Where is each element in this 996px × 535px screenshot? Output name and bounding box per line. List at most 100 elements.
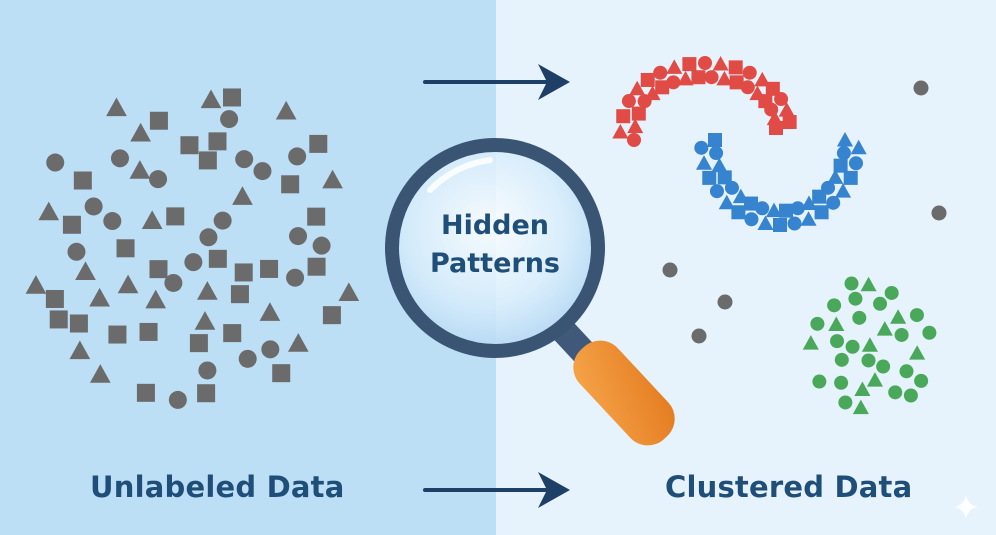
red-cluster-point	[704, 70, 719, 85]
arrow-top-icon	[423, 64, 570, 100]
unlabeled-point	[235, 150, 254, 169]
blue-cluster-point	[711, 157, 728, 173]
red-cluster-point	[655, 80, 670, 95]
unlabeled-point	[46, 153, 65, 172]
red-cluster-point	[778, 102, 795, 117]
unlabeled-point	[130, 122, 151, 142]
green-cluster-point	[914, 373, 929, 388]
unlabeled-point	[84, 197, 103, 216]
sparkle-icon	[954, 495, 978, 519]
unlabeled-point	[197, 384, 216, 403]
noise-point	[662, 262, 678, 278]
red-cluster-point	[698, 56, 712, 70]
unlabeled-point	[69, 314, 88, 333]
unlabeled-point	[189, 334, 208, 353]
unlabeled-point	[116, 239, 135, 258]
unlabeled-point	[208, 132, 227, 151]
unlabeled-point	[208, 249, 227, 268]
unlabeled-point	[253, 162, 272, 181]
blue-cluster-point	[708, 133, 722, 147]
magnifier-handle	[552, 320, 675, 446]
unlabeled-point	[129, 160, 151, 179]
unlabeled-point	[275, 100, 297, 120]
unlabeled-point	[149, 111, 168, 130]
blue-cluster-point	[850, 139, 867, 155]
red-cluster-point	[666, 75, 681, 90]
green-cluster-point	[890, 309, 907, 324]
unlabeled-data-label: Unlabeled Data	[90, 470, 345, 504]
unlabeled-point	[307, 207, 326, 226]
blue-cluster-point	[724, 180, 739, 195]
unlabeled-point	[164, 273, 183, 292]
unlabeled-point	[287, 333, 309, 352]
red-cluster-point	[653, 65, 668, 80]
unlabeled-point	[67, 242, 86, 261]
unlabeled-point	[259, 302, 281, 321]
clustered-data-label: Clustered Data	[665, 470, 913, 504]
arrow-bottom-icon	[423, 472, 570, 508]
unlabeled-point	[200, 89, 222, 109]
red-cluster-point	[644, 85, 661, 101]
unlabeled-point	[141, 210, 163, 230]
lens-glare	[427, 157, 493, 193]
magnifier-lens	[392, 145, 598, 351]
green-cluster-point	[876, 359, 891, 374]
magnifying-glass-icon	[385, 138, 675, 446]
unlabeled-point	[89, 287, 110, 307]
red-cluster-point	[765, 81, 780, 96]
unlabeled-point	[234, 263, 253, 282]
blue-cluster-point	[717, 170, 732, 185]
green-cluster-point	[834, 375, 849, 390]
unlabeled-point	[45, 289, 64, 308]
red-cluster-point	[728, 60, 743, 75]
green-cluster-point	[852, 310, 867, 325]
green-cluster-point	[852, 399, 869, 415]
unlabeled-point	[312, 236, 331, 255]
blue-cluster-point	[695, 155, 713, 170]
green-cluster-point	[812, 374, 827, 389]
unlabeled-point	[281, 175, 300, 194]
unlabeled-point	[322, 306, 341, 325]
unlabeled-point	[180, 136, 199, 155]
blue-cluster-point	[843, 170, 858, 185]
unlabeled-point	[38, 201, 60, 221]
red-cluster-point	[682, 57, 697, 72]
green-cluster-point	[802, 335, 819, 350]
unlabeled-point	[260, 259, 279, 278]
red-cluster-point	[640, 72, 655, 87]
unlabeled-point	[89, 364, 111, 383]
red-cluster-point	[716, 70, 733, 86]
magnifier-rim	[385, 138, 605, 358]
unlabeled-point	[272, 364, 291, 383]
blue-cluster-point	[826, 195, 841, 210]
noise-point	[691, 328, 707, 344]
red-cluster-point	[621, 94, 636, 109]
red-cluster-point	[677, 70, 694, 86]
red-cluster-point	[774, 92, 789, 107]
blue-cluster-point	[702, 170, 717, 185]
red-cluster-point	[782, 115, 797, 130]
blue-cluster-point	[812, 189, 827, 204]
red-cluster-point	[612, 123, 629, 139]
blue-cluster-point	[731, 205, 746, 220]
red-cluster-point	[691, 70, 706, 85]
blue-cluster-point	[827, 169, 844, 184]
unlabeled-point	[199, 228, 218, 247]
red-cluster-point	[627, 133, 641, 147]
red-cluster-point	[740, 80, 755, 95]
unlabeled-point	[194, 311, 216, 330]
blue-cluster-point	[821, 180, 836, 195]
green-cluster-point	[810, 316, 825, 331]
green-cluster-point	[903, 388, 918, 403]
blue-cluster-point	[800, 195, 818, 210]
unlabeled-point	[149, 260, 168, 279]
blue-cluster-point	[834, 183, 852, 198]
unlabeled-point	[261, 340, 280, 359]
noise-point	[931, 205, 947, 221]
unlabeled-point	[168, 390, 187, 409]
red-cluster-point	[742, 65, 757, 80]
red-cluster-point	[627, 118, 644, 134]
blue-cluster-point	[709, 146, 724, 161]
blue-cluster-point	[744, 212, 759, 227]
unlabeled-point	[149, 170, 168, 189]
